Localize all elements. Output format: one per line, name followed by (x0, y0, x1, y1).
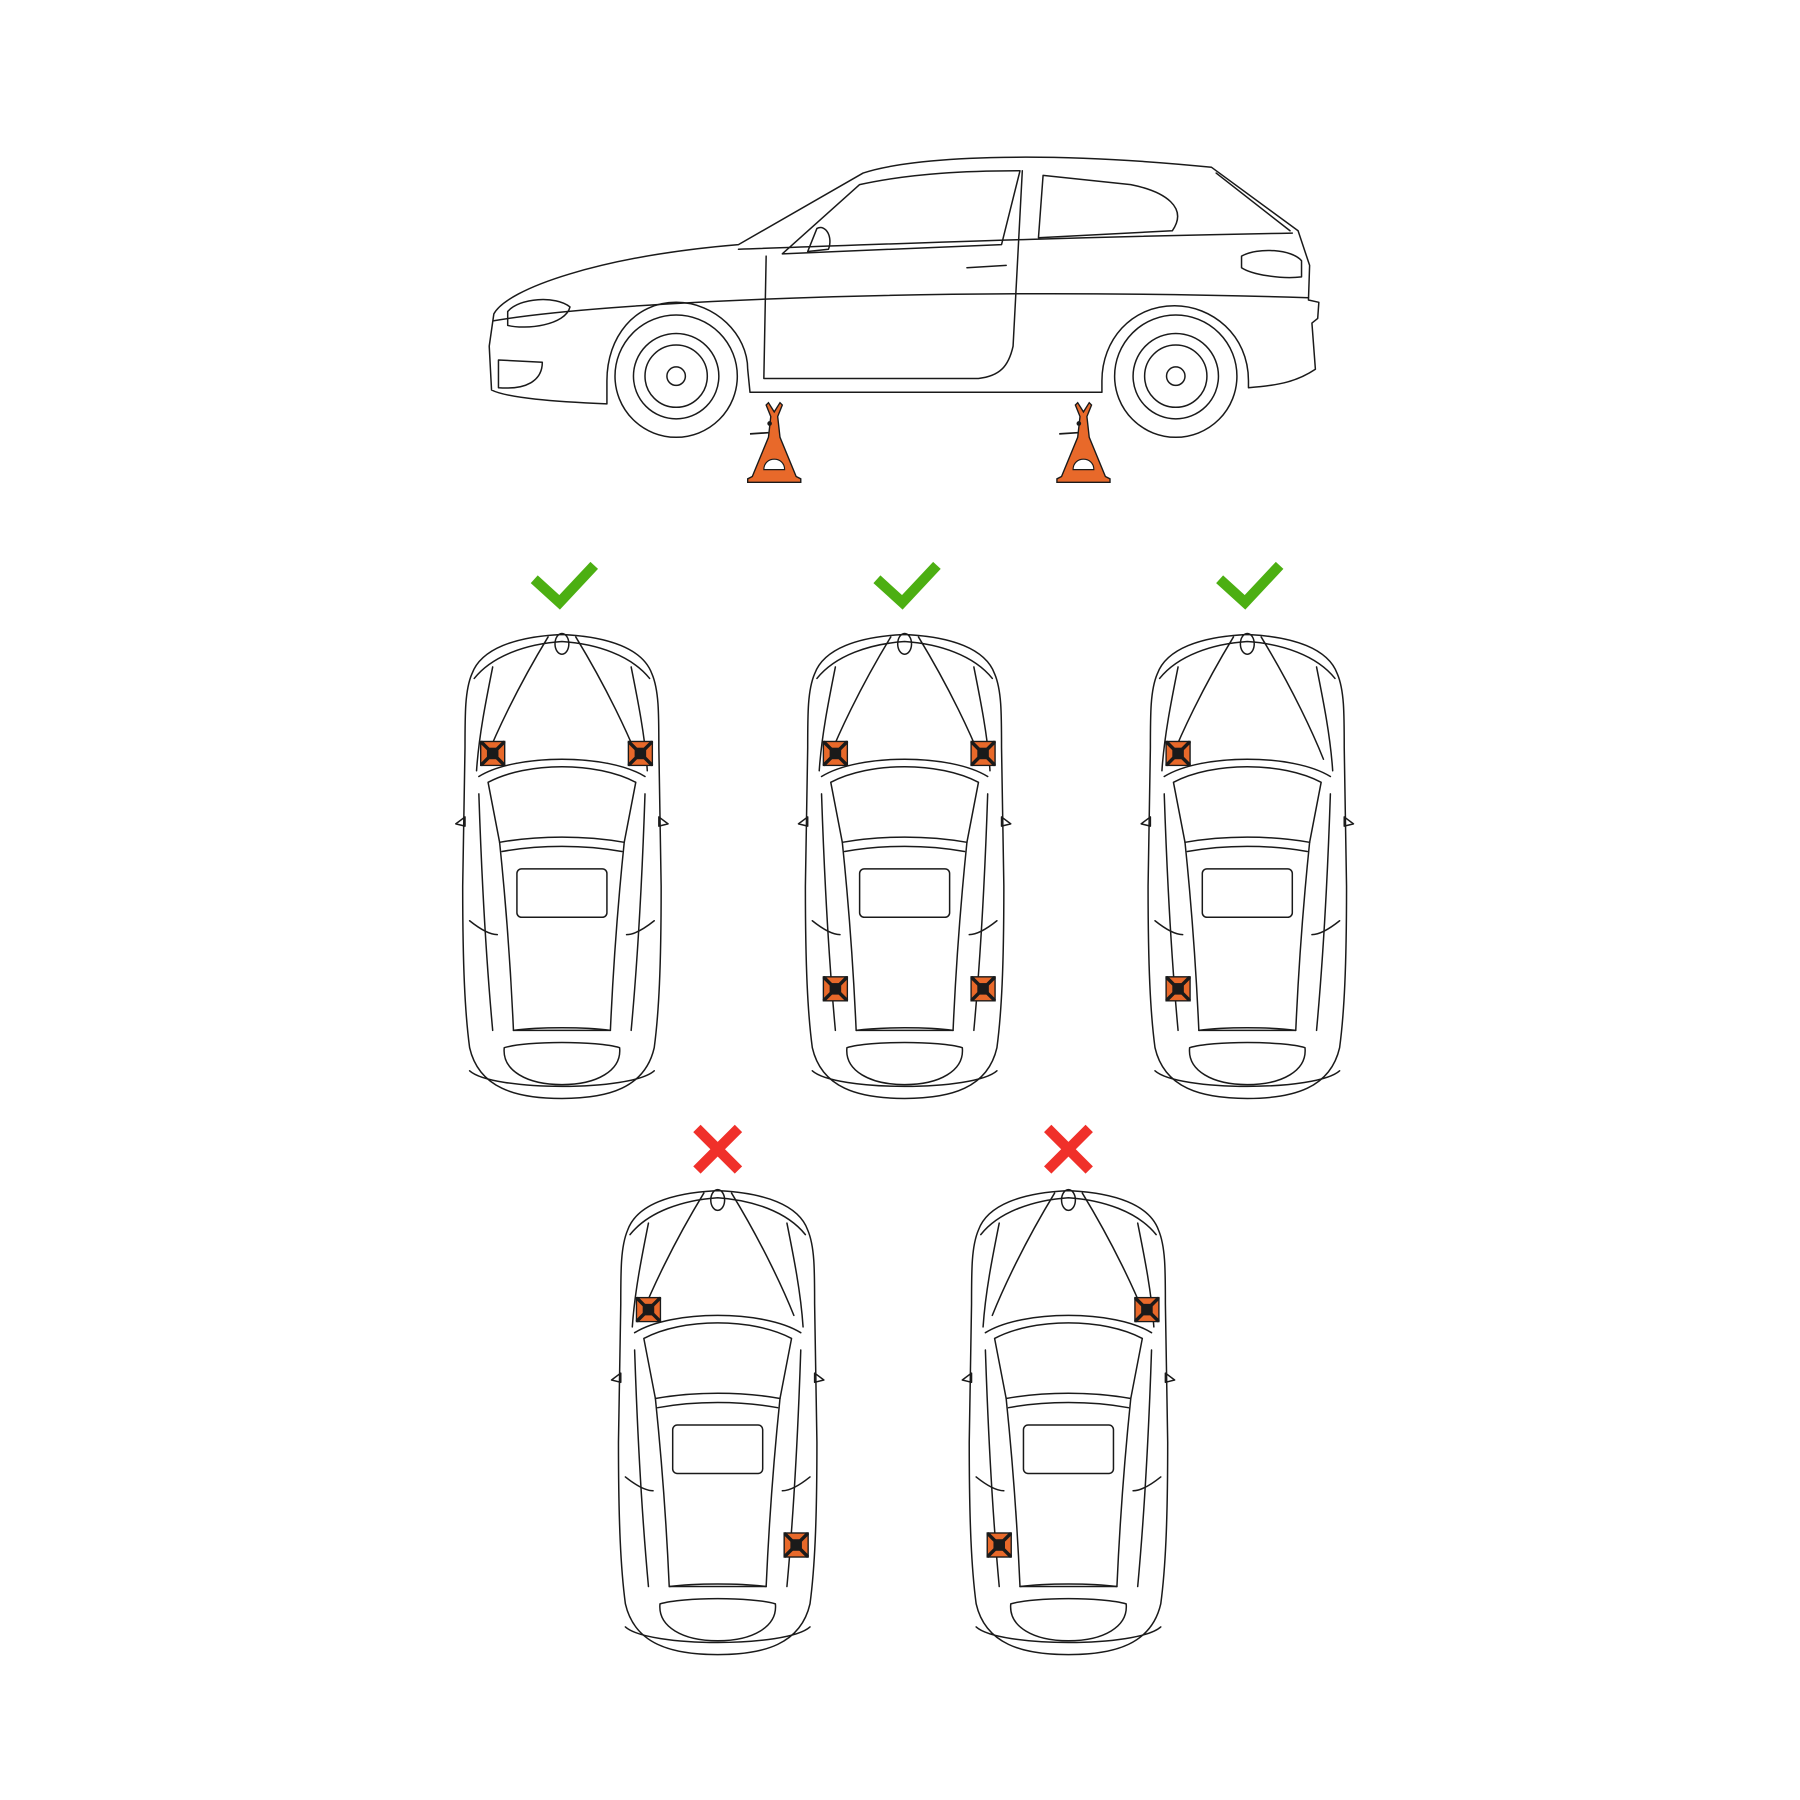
checkmark-icon (530, 561, 599, 610)
rear-wheel (1113, 314, 1238, 439)
side-view-car (488, 156, 1320, 484)
jack-point-front-right (1134, 1296, 1160, 1323)
configuration-correct (797, 561, 1012, 1100)
jack-point-front-left (822, 740, 849, 767)
cross-icon (693, 1124, 743, 1174)
jack-point-front-right (970, 740, 996, 767)
jack-point-front-left (1165, 740, 1191, 767)
jack-point-front-left (479, 740, 506, 767)
configuration-correct (1140, 561, 1355, 1100)
jack-point-rear-left (822, 976, 849, 1002)
configurations (455, 561, 1355, 1656)
configuration-correct (455, 561, 669, 1100)
cross-icon (1044, 1124, 1093, 1174)
jack-point-rear-left (1165, 976, 1191, 1002)
front-wheel (614, 314, 739, 439)
configuration-incorrect (961, 1124, 1176, 1656)
top-view-car (797, 632, 1012, 1100)
top-view-car (961, 1188, 1176, 1656)
jack-stand-rear (1056, 401, 1111, 484)
jack-point-rear-right (783, 1532, 809, 1558)
jack-stand-front (746, 401, 802, 484)
top-view-car (455, 632, 669, 1100)
top-view-car (1140, 632, 1355, 1100)
top-view-car (610, 1188, 825, 1656)
checkmark-icon (1216, 561, 1284, 610)
jack-point-rear-right (970, 976, 996, 1002)
jack-point-front-left (635, 1296, 662, 1323)
configuration-incorrect (610, 1124, 825, 1656)
jack-point-front-right (627, 740, 654, 767)
jack-point-rear-left (986, 1532, 1012, 1558)
checkmark-icon (873, 561, 941, 610)
